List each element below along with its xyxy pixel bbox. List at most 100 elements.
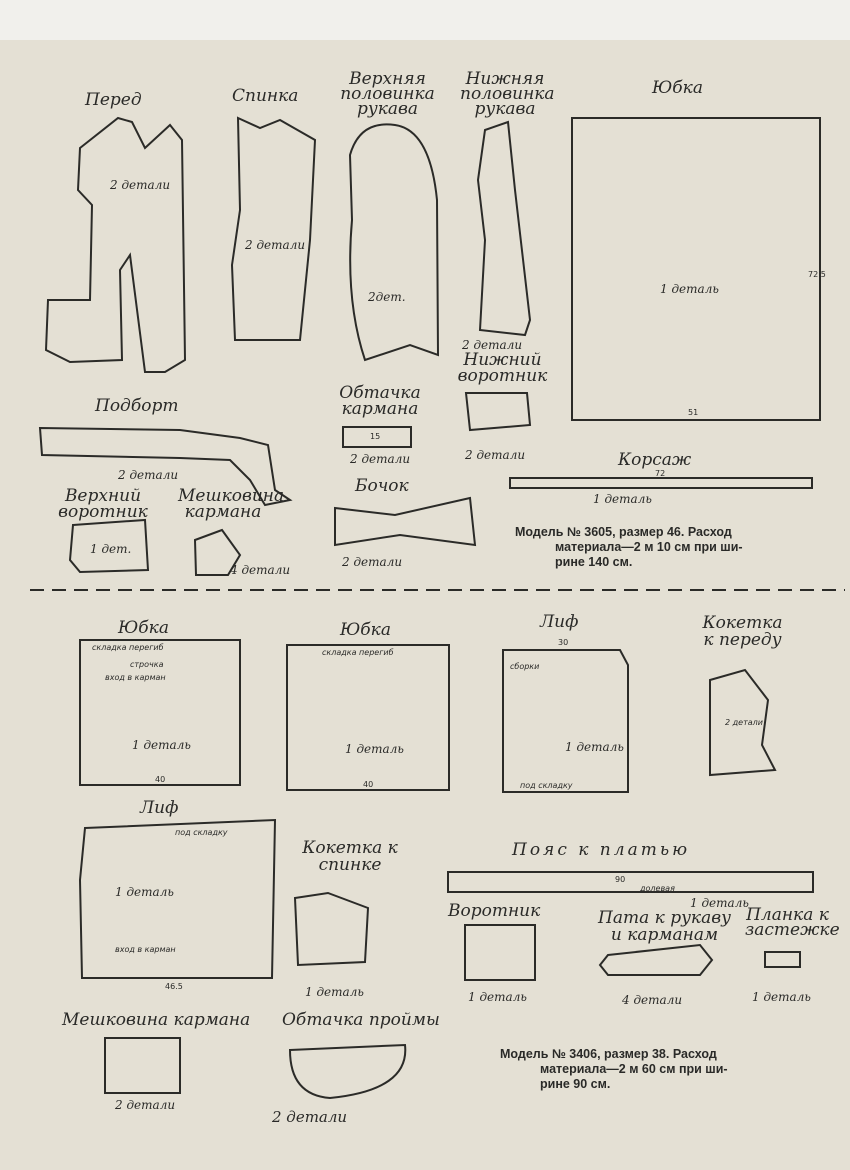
skirt-b2-fold-note: складка перегиб <box>322 648 394 657</box>
title-upper-collar: Верхний воротник <box>58 486 148 522</box>
title-lower-sleeve: Нижняя половинка рукава <box>460 69 555 119</box>
count-front-yoke: 2 детали <box>725 718 763 727</box>
title-pocket-lining: Мешковина кармана <box>178 486 285 522</box>
facing-outline <box>38 426 293 507</box>
title-armhole-facing: Обтачка проймы <box>282 1010 440 1030</box>
skirt-b1-stitch-note: строчка <box>130 660 164 669</box>
front-yoke-outline <box>709 668 777 777</box>
title-side-piece: Бочок <box>355 476 409 496</box>
bodice-b1-gather-note: сборки <box>510 662 540 671</box>
bodice-b2-pleat-note: под складку <box>175 828 228 837</box>
bodice-b2-pocket-note: вход в карман <box>115 945 176 954</box>
count-bodice-b2: 1 деталь <box>115 885 174 899</box>
corset-outline <box>509 477 813 489</box>
title-collar-b: Воротник <box>448 901 541 921</box>
belt-outline <box>447 871 814 893</box>
count-pocket-lining-b: 2 детали <box>115 1098 176 1112</box>
title-back: Спинка <box>232 86 299 106</box>
model-a-info-line1: Модель № 3605, размер 46. Расход <box>515 525 732 539</box>
tab-outline <box>598 943 714 976</box>
model-a-info-line2: материала—2 м 10 см при ши- <box>555 540 743 554</box>
pattern-page <box>0 40 850 1170</box>
skirt-length: 72.5 <box>808 270 826 279</box>
page-top-margin <box>0 0 850 40</box>
count-corset: 1 деталь <box>593 492 652 506</box>
skirt-b2-outline <box>286 644 450 791</box>
bodice-b2-outline <box>78 818 277 979</box>
count-bodice-b1: 1 деталь <box>565 740 624 754</box>
front-piece-outline <box>44 116 187 373</box>
count-collar-b: 1 деталь <box>468 990 527 1004</box>
title-back-yoke: Кокетка к спинке <box>302 838 398 875</box>
count-tab: 4 детали <box>622 993 683 1007</box>
title-pocket-lining-b: Мешковина кармана <box>62 1010 251 1030</box>
lower-sleeve-outline <box>476 120 532 337</box>
skirt-b1-outline <box>79 639 241 786</box>
count-skirt-b1: 1 деталь <box>132 738 191 752</box>
title-tab: Пата к рукаву и карманам <box>598 908 731 945</box>
back-piece-outline <box>230 116 317 341</box>
title-under-collar: Нижний воротник <box>457 350 548 386</box>
armhole-facing-outline <box>288 1043 407 1100</box>
skirt-b2-width: 40 <box>363 780 374 789</box>
count-pocket-facing: 2 детали <box>350 452 411 466</box>
bodice-b1-outline <box>502 649 629 793</box>
count-skirt: 1 деталь <box>660 282 719 296</box>
title-placket: Планка к застежке <box>745 905 840 940</box>
count-side-piece: 2 детали <box>342 555 403 569</box>
under-collar-outline <box>464 392 532 432</box>
title-skirt-b2: Юбка <box>340 620 391 640</box>
count-upper-collar: 1 дет. <box>90 542 132 556</box>
bodice-b1-pleat-note: под складку <box>520 781 573 790</box>
skirt-b1-fold-note: складка перегиб <box>92 643 164 652</box>
count-placket: 1 деталь <box>752 990 811 1004</box>
count-front: 2 детали <box>110 178 171 192</box>
model-b-info-line2: материала—2 м 60 см при ши- <box>540 1062 728 1076</box>
title-belt: Пояс к платью <box>512 840 691 860</box>
count-facing: 2 детали <box>118 468 179 482</box>
title-pocket-facing: Обтачка кармана <box>339 383 421 419</box>
upper-collar-outline <box>68 518 150 574</box>
collar-b-outline <box>464 924 536 981</box>
title-bodice-b1: Лиф <box>540 612 579 632</box>
side-piece-outline <box>334 496 477 547</box>
title-front-yoke: Кокетка к переду <box>702 613 783 650</box>
pocket-facing-width: 15 <box>370 432 381 441</box>
model-b-info: Модель № 3406, размер 38. Расход материа… <box>500 1047 728 1092</box>
title-upper-sleeve: Верхняя половинка рукава <box>340 69 435 119</box>
bodice-b1-width: 30 <box>558 638 569 647</box>
title-corset: Корсаж <box>618 450 692 470</box>
pocket-lining-b-outline <box>104 1037 181 1094</box>
count-back-yoke: 1 деталь <box>305 985 364 999</box>
title-skirt: Юбка <box>652 78 703 98</box>
count-back: 2 детали <box>245 238 306 252</box>
model-a-info: Модель № 3605, размер 46. Расход материа… <box>515 525 743 570</box>
upper-sleeve-outline <box>348 123 440 362</box>
pocket-facing-outline <box>342 426 412 448</box>
count-lower-sleeve: 2 детали <box>462 338 523 352</box>
placket-outline <box>764 951 801 968</box>
title-skirt-b1: Юбка <box>118 618 169 638</box>
model-b-info-line1: Модель № 3406, размер 38. Расход <box>500 1047 717 1061</box>
pocket-lining-outline <box>193 528 242 576</box>
count-belt: 1 деталь <box>690 896 749 910</box>
skirt-b1-width: 40 <box>155 775 166 784</box>
count-upper-sleeve: 2дет. <box>368 290 406 304</box>
belt-grain-note: долевая <box>640 884 675 893</box>
count-armhole-facing: 2 детали <box>272 1108 348 1126</box>
model-b-info-line3: рине 90 см. <box>540 1077 611 1091</box>
skirt-b1-pocket-note: вход в карман <box>105 673 166 682</box>
corset-width: 72 <box>655 469 666 478</box>
model-a-info-line3: рине 140 см. <box>555 555 633 569</box>
skirt-outline <box>571 117 821 421</box>
title-front: Перед <box>85 90 142 110</box>
bodice-b2-width: 46.5 <box>165 982 183 991</box>
skirt-width: 51 <box>688 408 699 417</box>
count-skirt-b2: 1 деталь <box>345 742 404 756</box>
title-facing: Подборт <box>95 396 179 416</box>
count-under-collar: 2 детали <box>465 448 526 462</box>
count-pocket-lining: 4 детали <box>230 563 291 577</box>
title-bodice-b2: Лиф <box>140 798 179 818</box>
back-yoke-outline <box>293 891 370 967</box>
